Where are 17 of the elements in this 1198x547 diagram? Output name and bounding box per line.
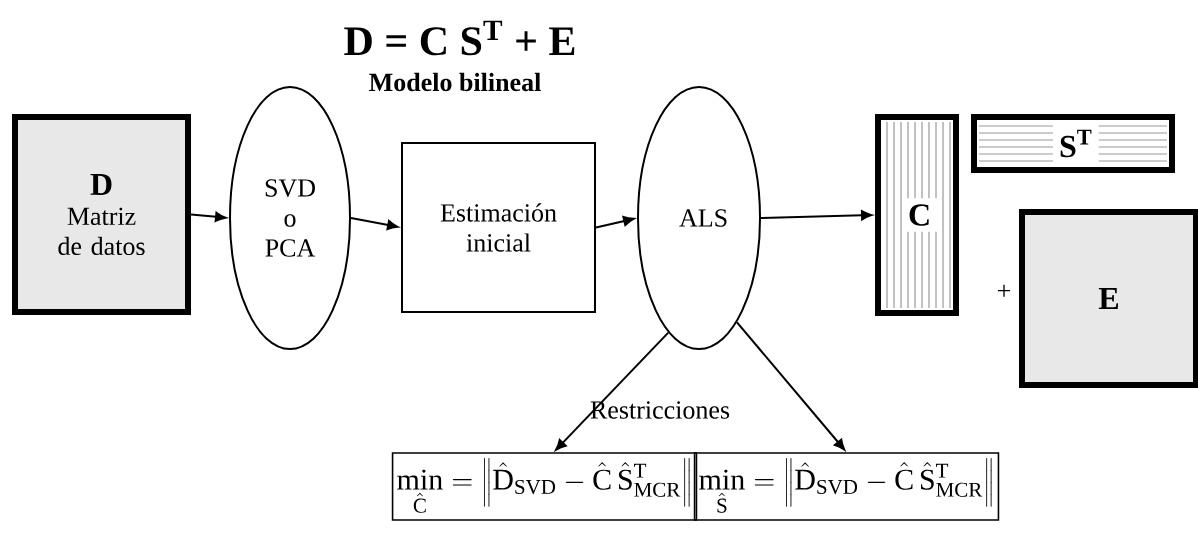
label: Restricciones: [590, 401, 730, 419]
arrow: [350, 217, 399, 231]
title: D = C S$^{T}$ + E: [344, 20, 575, 56]
arrow: [190, 211, 227, 222]
formula-box: $\min_{\hat{\mathrm{S}}} = \left\| \hat{\mathrm{D}}_{\mathrm{SVD}} - \hat{\mathrm{C}}\,\hat{\mathrm{S}}_{\mathrm{MCR}}^{\mathrm{T}} \right\|$: [693, 452, 1000, 521]
arrow: [736, 321, 846, 451]
arrow: [555, 331, 670, 451]
process-box: Estimación inicial: [401, 142, 596, 313]
matrix-box: C: [875, 114, 959, 316]
matrix-box: S$^{T}$: [971, 114, 1175, 173]
matrix-box: D Matriz de datos: [12, 114, 191, 315]
arrow: [595, 215, 635, 229]
subtitle: Modelo bilineal: [369, 72, 541, 92]
formula-box: $\min_{\hat{\mathrm{C}}} = \left\| \hat{\mathrm{D}}_{\mathrm{SVD}} - \hat{\mathrm{C}}\,\hat{\mathrm{S}}_{\mathrm{MCR}}^{\mathrm{T}} \right\|$: [391, 452, 698, 521]
plus-sign: +: [997, 284, 1011, 297]
matrix-box: E: [1019, 209, 1198, 388]
arrow: [760, 210, 873, 221]
